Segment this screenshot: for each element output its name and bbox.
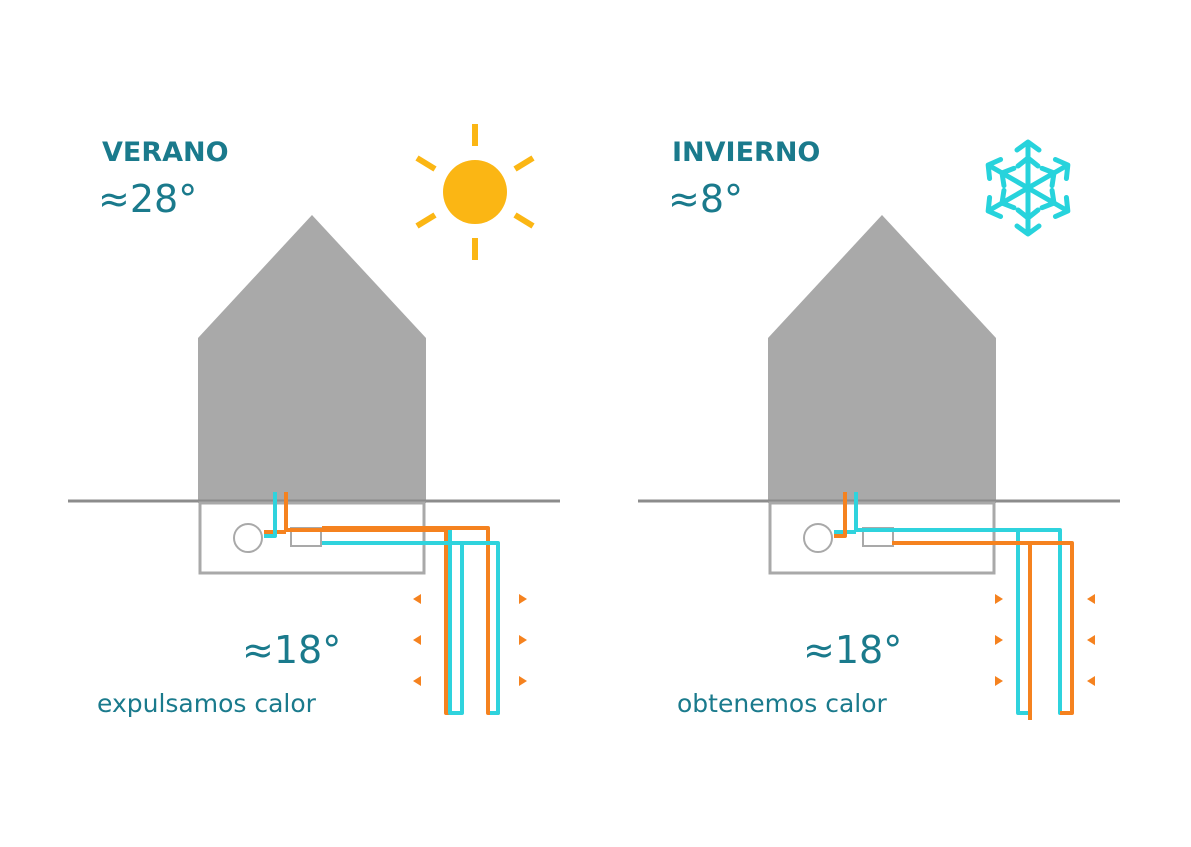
winter-heat-pump bbox=[803, 523, 833, 553]
summer-heat-pump bbox=[233, 523, 263, 553]
summer-house bbox=[198, 215, 426, 503]
winter-heat-arrows bbox=[995, 594, 1095, 686]
winter-ground-temperature: ≈18° bbox=[803, 628, 902, 672]
summer-air-temperature: ≈28° bbox=[98, 177, 197, 221]
winter-air-temperature: ≈8° bbox=[668, 177, 743, 221]
winter-season-label: INVIERNO bbox=[672, 137, 820, 168]
summer-cold-pipe bbox=[264, 492, 500, 715]
winter-cold-pipe bbox=[834, 492, 1070, 715]
summer-season-label: VERANO bbox=[102, 137, 229, 168]
winter-hot-pipe bbox=[834, 492, 1074, 720]
winter-panel: INVIERNO ≈8° bbox=[638, 137, 1120, 720]
summer-ground-temperature: ≈18° bbox=[242, 628, 341, 672]
summer-caption: expulsamos calor bbox=[97, 689, 317, 718]
winter-basement bbox=[768, 501, 996, 575]
summer-basement bbox=[198, 501, 426, 575]
winter-house bbox=[768, 215, 996, 503]
summer-heat-arrows bbox=[413, 594, 527, 686]
summer-panel: VERANO ≈28° bbox=[68, 124, 560, 718]
sun-icon bbox=[415, 124, 535, 260]
winter-caption: obtenemos calor bbox=[677, 689, 887, 718]
snowflake-icon bbox=[983, 142, 1074, 234]
